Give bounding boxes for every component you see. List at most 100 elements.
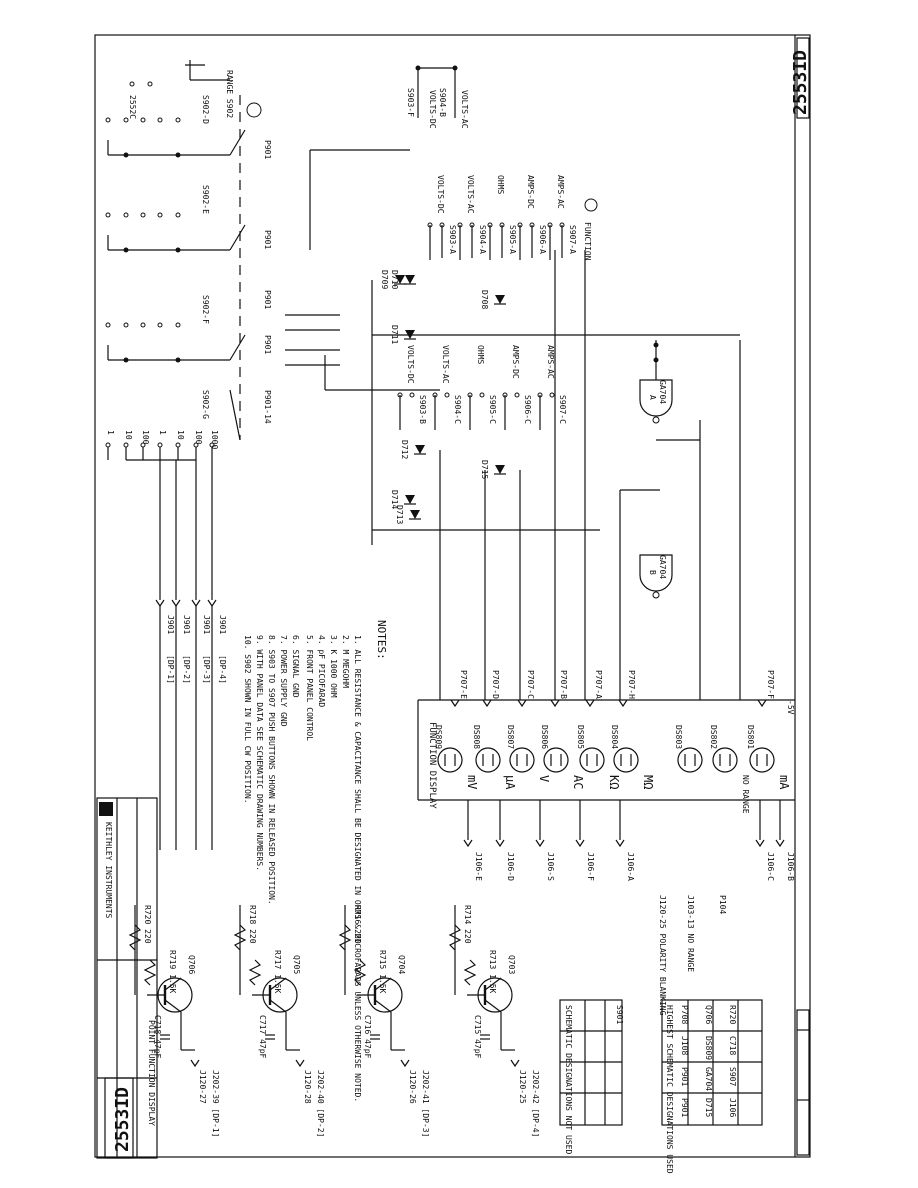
indicator-lamp: [475, 747, 501, 773]
diode-symbol: [495, 465, 505, 474]
transistor-label: Q703: [507, 955, 516, 974]
lamp-name: DS801: [746, 725, 755, 749]
capacitor-label: C716 47pF: [363, 1015, 372, 1059]
designation-cell: P708: [680, 1005, 689, 1024]
bias-resistor-label: R713 1.5K: [488, 950, 497, 994]
diode-symbol: [395, 275, 405, 284]
p707-pin-label: P707-E: [459, 670, 468, 699]
lamp-symbol: NO RANGE: [741, 775, 750, 814]
driver-output-label: J120-26: [408, 1070, 417, 1104]
diode-label: D715: [480, 460, 489, 479]
resistor-symbol: [338, 924, 352, 951]
transistor-label: Q704: [397, 955, 406, 974]
note-item: 8. S903 TO S907 PUSH BUTTONS SHOWN IN RE…: [267, 635, 276, 905]
fsw-a-label: AMPS-AC: [556, 175, 565, 209]
designation-cell: J108: [680, 1036, 689, 1055]
highest-title: HIGHEST SCHEMATIC DESIGNATIONS USED: [665, 1005, 674, 1174]
not-used-title: SCHEMATIC DESIGNATIONS NOT USED: [564, 1005, 573, 1154]
gate-ga704-a: GA704 A: [639, 340, 673, 424]
range-contact: [157, 442, 163, 448]
switch-contact: [105, 322, 111, 328]
note-item: 7. POWER SUPPLY GND: [279, 635, 288, 727]
lamp-symbol: V: [537, 775, 551, 782]
base-resistor-label: R718 220: [248, 905, 257, 944]
note-item: 2. M MEGOHM: [341, 635, 350, 688]
range-pos-100b: 100: [194, 430, 203, 445]
designation-cell: J106: [728, 1098, 737, 1117]
switch-contact: [123, 322, 129, 328]
drawing-number-box-top: [796, 37, 810, 119]
fsw-b-id: S906-C: [523, 395, 532, 424]
range-contact: [175, 442, 181, 448]
indicator-lamp: [613, 747, 639, 773]
indicator-lamp: [712, 747, 738, 773]
diode-label: D714: [390, 490, 399, 509]
lamp-name: DS808: [472, 725, 481, 749]
lamp-symbol: KΩ: [607, 775, 621, 789]
range-contact: [105, 442, 111, 448]
fsw-a-id: S904-A: [478, 225, 487, 254]
diode-symbol: [410, 510, 420, 519]
function-display: FUNCTION DISPLAY -5V DS809mVDS808µADS807…: [417, 699, 795, 814]
fsw-b-label: AMPS-AC: [546, 345, 555, 379]
fsw-b-contact: [514, 392, 520, 398]
lamp-symbol: MΩ: [641, 775, 655, 789]
company-logo: [99, 802, 113, 816]
p901-connector-labels: P901-14 P901 P901 P901 P901: [263, 140, 272, 424]
bias-resistor-label: R715 1.5K: [378, 950, 387, 994]
indicator-lamp: [543, 747, 569, 773]
transistor-label: Q705: [292, 955, 301, 974]
driver-output-label: J120-25: [518, 1070, 527, 1104]
note-item: 4. pF PICOFARAD: [317, 635, 326, 707]
note-item: 6. SIGNAL GND: [291, 635, 300, 698]
indicator-lamp: [749, 747, 775, 773]
s902-d-label: S902-D: [201, 95, 210, 124]
lamp-name: DS805: [576, 725, 585, 749]
range-pos-1: 1: [106, 430, 115, 435]
fsw-b-label: VOLTS-AC: [441, 345, 450, 384]
dp-label: [DP-2]: [182, 655, 191, 684]
j106-label: J106-S: [546, 852, 555, 881]
bias-resistor-label: R717 1.5K: [273, 950, 282, 994]
switch-contact: [140, 117, 146, 123]
fsw-a-label: OHMS: [496, 175, 505, 194]
transistor-label: Q706: [187, 955, 196, 974]
gate-a-name: GA704: [658, 380, 667, 404]
fsw-b-id: S907-C: [558, 395, 567, 424]
p104-output: P104: [718, 895, 727, 914]
j901-label: J901: [182, 615, 191, 634]
fsw-a-id: S903-A: [448, 225, 457, 254]
switch-contact: [175, 117, 181, 123]
gate-a-unit: A: [648, 395, 657, 400]
base-resistor-label: R720 220: [143, 905, 152, 944]
company-name: KEITHLEY INSTRUMENTS: [104, 822, 113, 919]
resistor-symbol: [143, 959, 157, 986]
p707-pin-label: P707-C: [526, 670, 535, 699]
fsw-b-contact: [549, 392, 555, 398]
no-range-output: J103-13 NO RANGE: [686, 895, 695, 972]
driver-header-label: J202-39 [DP-1]: [211, 1070, 220, 1137]
capacitor-label: C715 47pF: [473, 1015, 482, 1059]
note-item: 9. WITH PANEL DATA SEE SCHEMATIC DRAWING…: [255, 635, 264, 871]
p707-pin-label: P707-B: [559, 670, 568, 699]
lamp-symbol: mA: [777, 775, 791, 790]
range-switch-top: RANGE S902 2552C: [128, 60, 262, 119]
designation-cell: P901: [680, 1067, 689, 1086]
s902-g-label: S902-G: [201, 390, 210, 419]
p707-pin-label: P707-A: [594, 670, 603, 699]
p707-pin-label: P707-D: [491, 670, 500, 699]
driver-header-label: J202-42 [DP-4]: [531, 1070, 540, 1137]
fsw-b-contact: [409, 392, 415, 398]
top-sw-1-label: VOLTS-DC: [428, 90, 437, 129]
switch-contact: [123, 212, 129, 218]
j106-label: J106-F: [586, 852, 595, 881]
fsw-a-label: AMPS-DC: [526, 175, 535, 209]
resistor-symbol: [463, 959, 477, 986]
p901-e: P901: [263, 140, 272, 159]
lamp-name: DS809: [434, 725, 443, 749]
range-contact: [123, 442, 129, 448]
diode-label: D712: [400, 440, 409, 459]
fsw-b-id: S903-B: [418, 395, 427, 424]
